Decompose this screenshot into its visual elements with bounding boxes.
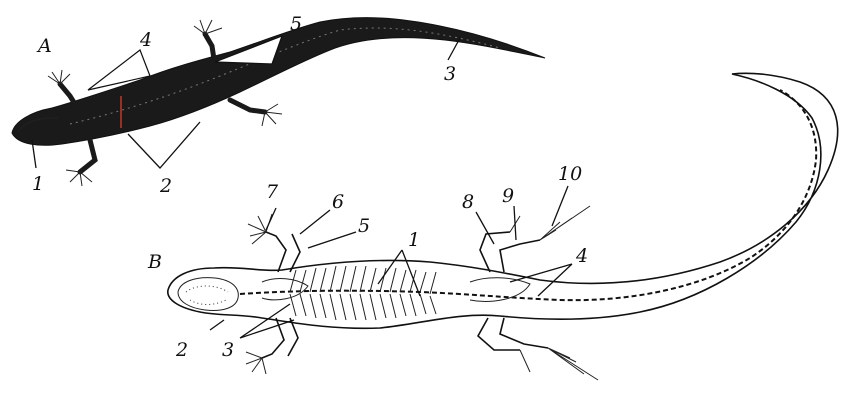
panel-b-spine	[240, 90, 816, 300]
panel-a-label-3: 3	[444, 63, 456, 85]
panel-b-label-6: 6	[332, 191, 344, 213]
panel-b-leaders	[210, 186, 572, 338]
panel-a-leader-5	[215, 36, 282, 64]
panel-a-letter: A	[36, 35, 52, 57]
panel-b-label-1: 1	[408, 229, 420, 251]
panel-b-skull-dots	[186, 286, 228, 305]
panel-b-letter: B	[147, 251, 162, 273]
panel-b-lizard: B 1 2 3 4 5 6 7 8 9 10	[147, 73, 838, 380]
panel-a-label-1: 1	[32, 173, 44, 195]
panel-a-label-2: 2	[159, 175, 172, 197]
panel-a-lizard: A 1 2 3 4 5	[12, 13, 545, 197]
panel-b-hind-left-limb	[480, 232, 540, 272]
panel-b-skull	[178, 278, 238, 311]
panel-b-label-2: 2	[175, 339, 188, 361]
panel-b-label-5: 5	[358, 215, 370, 237]
panel-b-label-3: 3	[222, 339, 234, 361]
panel-b-label-10: 10	[558, 163, 582, 185]
panel-b-label-9: 9	[502, 185, 514, 207]
panel-b-hind-right-limb	[478, 318, 548, 350]
panel-b-front-left-limb	[266, 232, 300, 272]
panel-b-label-4: 4	[575, 245, 588, 267]
panel-b-label-7: 7	[266, 181, 279, 203]
panel-b-ribs	[290, 266, 436, 320]
panel-b-digits	[246, 206, 598, 380]
panel-a-label-4: 4	[139, 29, 152, 51]
panel-b-label-8: 8	[462, 191, 474, 213]
panel-a-label-5: 5	[290, 13, 302, 35]
